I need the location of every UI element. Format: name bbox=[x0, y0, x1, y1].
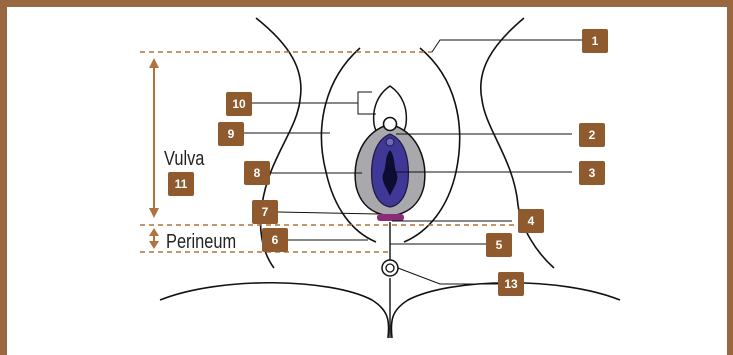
vulva-arrowhead-bottom bbox=[149, 208, 159, 218]
leader-10 bbox=[252, 92, 372, 103]
leader-1 bbox=[432, 40, 582, 52]
perineum-arrowhead-bottom bbox=[149, 241, 159, 249]
perineum-label: Perineum bbox=[166, 231, 236, 253]
callout-8: 8 bbox=[244, 161, 270, 185]
vulva-arrowhead-top bbox=[149, 58, 159, 68]
callout-4: 4 bbox=[518, 209, 544, 233]
posterior-fourchette bbox=[377, 214, 404, 221]
urethral-opening bbox=[386, 138, 394, 146]
leader-13 bbox=[398, 268, 498, 284]
gluteal-fold-left bbox=[160, 283, 389, 338]
perineum-arrowhead-top bbox=[149, 228, 159, 236]
callout-9: 9 bbox=[218, 122, 244, 146]
callout-11: 11 bbox=[168, 172, 194, 196]
vulva-label: Vulva bbox=[164, 148, 204, 170]
callout-6: 6 bbox=[262, 228, 288, 252]
callout-5: 5 bbox=[486, 233, 512, 257]
callout-2: 2 bbox=[579, 123, 605, 147]
anus-inner bbox=[386, 264, 394, 272]
callout-7: 7 bbox=[252, 200, 278, 224]
callout-10: 10 bbox=[226, 92, 252, 116]
callout-13: 13 bbox=[498, 272, 524, 296]
leader-7 bbox=[278, 212, 378, 214]
callout-1: 1 bbox=[582, 29, 608, 53]
callout-3: 3 bbox=[579, 161, 605, 185]
clitoris bbox=[384, 118, 397, 131]
